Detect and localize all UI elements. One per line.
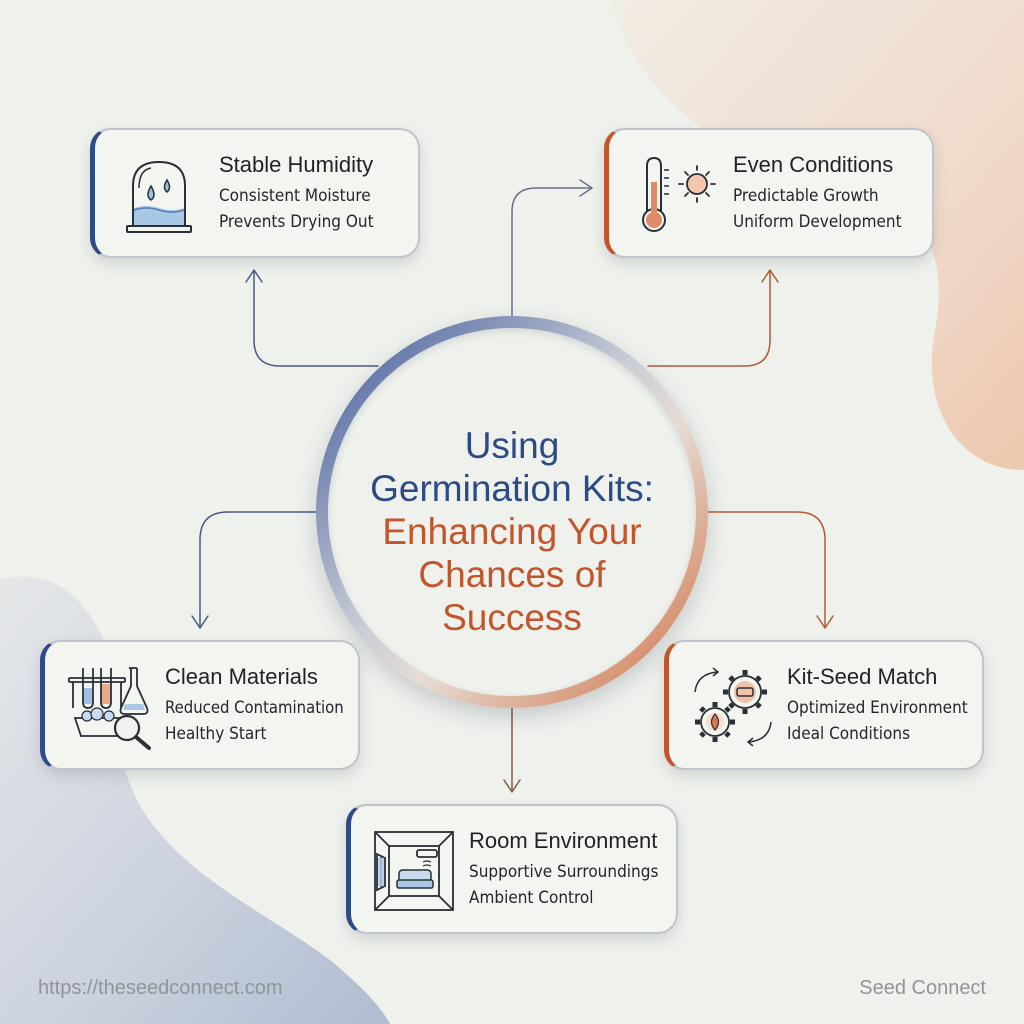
card-line: Consistent Moisture [219,186,371,206]
room-interior-icon [374,831,454,911]
gears-seed-icon [694,667,772,747]
humidity-dome-icon [126,160,192,233]
card-clean-materials: Clean Materials Reduced Contamination He… [40,640,360,770]
footer-url[interactable]: https://theseedconnect.com [38,977,283,999]
connector-stable-humidity [253,271,379,367]
hub-title: Using Germination Kits: Enhancing Your C… [370,425,654,638]
card-line: Predictable Growth [733,186,879,206]
card-kit-seed-match: Kit-Seed Match Optimized Environment Ide… [664,640,984,770]
connector-even-conditions-2 [647,271,771,367]
card-line: Reduced Contamination [165,698,344,718]
card-room-environment: Room Environment Supportive Surroundings… [346,804,678,934]
connector-even-conditions [511,187,591,317]
card-stable-humidity: Stable Humidity Consistent Moisture Prev… [90,128,420,258]
card-title: Stable Humidity [219,152,374,177]
center-hub: Using Germination Kits: Enhancing Your C… [316,316,708,708]
card-line: Prevents Drying Out [219,212,374,232]
card-title: Kit-Seed Match [787,664,938,689]
card-line: Supportive Surroundings [469,862,659,882]
footer-brand: Seed Connect [859,977,986,999]
card-line: Healthy Start [165,724,267,744]
card-even-conditions: Even Conditions Predictable Growth Unifo… [604,128,934,258]
lab-glassware-icon [68,667,151,750]
card-title: Room Environment [469,828,658,853]
connector-kit-seed-match [705,511,826,627]
card-line: Ambient Control [469,888,594,908]
thermometer-sun-icon [642,156,716,232]
card-line: Optimized Environment [787,698,968,718]
card-title: Clean Materials [165,664,318,689]
card-line: Uniform Development [733,212,902,232]
connector-clean-materials [199,511,319,627]
card-title: Even Conditions [733,152,894,177]
card-line: Ideal Conditions [787,724,911,744]
